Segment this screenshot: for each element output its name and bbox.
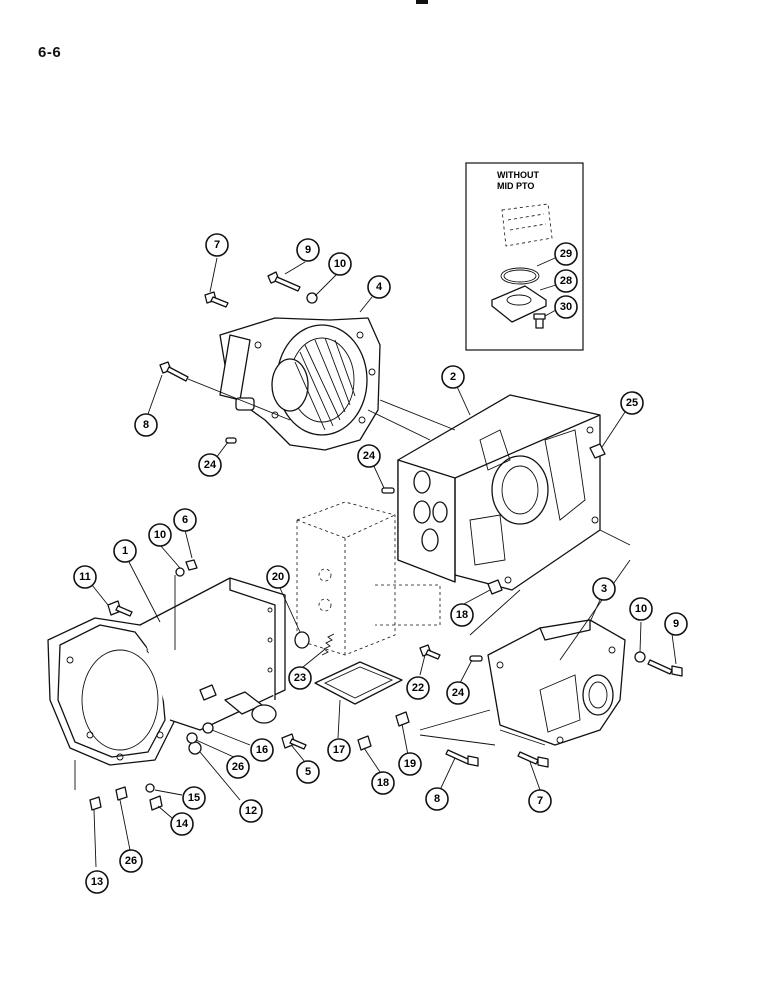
svg-text:4: 4 xyxy=(376,281,383,293)
rear-cover xyxy=(487,619,626,746)
callout-24-a: 24 xyxy=(198,453,222,477)
svg-text:23: 23 xyxy=(294,672,306,684)
callout-26-a: 26 xyxy=(226,755,250,779)
o-ring xyxy=(500,267,540,285)
callout-10-right: 10 xyxy=(629,597,653,621)
svg-text:9: 9 xyxy=(305,244,311,256)
callout-24-b: 24 xyxy=(357,444,381,468)
callout-17: 17 xyxy=(327,738,351,762)
callout-2: 2 xyxy=(441,365,465,389)
fasteners xyxy=(89,271,683,811)
svg-text:1: 1 xyxy=(122,545,128,557)
top-edge-mark xyxy=(416,0,428,4)
inset-title-line2: MID PTO xyxy=(497,181,534,191)
callout-11: 11 xyxy=(73,565,97,589)
svg-text:25: 25 xyxy=(626,397,638,409)
callout-10-mid: 10 xyxy=(148,523,172,547)
svg-text:13: 13 xyxy=(91,876,103,888)
callout-23: 23 xyxy=(288,666,312,690)
inset-title-line1: WITHOUT xyxy=(497,170,539,180)
inset-bolt xyxy=(533,313,546,329)
svg-text:26: 26 xyxy=(232,761,244,773)
callout-26-b: 26 xyxy=(119,849,143,873)
svg-text:5: 5 xyxy=(305,766,311,778)
callout-25: 25 xyxy=(620,391,644,415)
svg-text:18: 18 xyxy=(456,609,468,621)
svg-text:16: 16 xyxy=(256,744,268,756)
svg-text:29: 29 xyxy=(560,248,572,260)
svg-text:7: 7 xyxy=(214,239,220,251)
callout-24-c: 24 xyxy=(446,681,470,705)
svg-text:10: 10 xyxy=(154,529,166,541)
svg-text:26: 26 xyxy=(125,855,137,867)
callout-3: 3 xyxy=(592,577,616,601)
svg-text:8: 8 xyxy=(434,793,440,805)
svg-text:14: 14 xyxy=(176,818,189,830)
svg-text:2: 2 xyxy=(450,371,456,383)
bell-housing xyxy=(47,577,286,766)
svg-text:22: 22 xyxy=(412,682,424,694)
callout-9-top: 9 xyxy=(296,238,320,262)
svg-text:19: 19 xyxy=(404,758,416,770)
svg-text:18: 18 xyxy=(377,777,389,789)
callout-30: 30 xyxy=(554,295,578,319)
svg-text:6: 6 xyxy=(182,514,188,526)
internal-assembly-ghost xyxy=(296,501,441,656)
callout-8-top: 8 xyxy=(134,413,158,437)
svg-text:17: 17 xyxy=(333,744,345,756)
gasket xyxy=(314,661,403,705)
cover-plate xyxy=(491,285,547,323)
callout-15: 15 xyxy=(182,786,206,810)
callout-20: 20 xyxy=(266,565,290,589)
callout-29: 29 xyxy=(554,242,578,266)
callout-16: 16 xyxy=(250,738,274,762)
svg-text:7: 7 xyxy=(537,795,543,807)
page-number: 6-6 xyxy=(38,44,62,61)
leader-lines xyxy=(74,257,677,868)
callout-18-b: 18 xyxy=(371,771,395,795)
svg-text:3: 3 xyxy=(601,583,607,595)
callout-7-bottom: 7 xyxy=(528,789,552,813)
inset-ghost-part xyxy=(501,203,553,247)
callout-12: 12 xyxy=(239,799,263,823)
callout-5: 5 xyxy=(296,760,320,784)
center-housing xyxy=(397,394,601,591)
svg-text:15: 15 xyxy=(188,792,200,804)
callout-14: 14 xyxy=(170,812,194,836)
svg-text:28: 28 xyxy=(560,275,572,287)
svg-text:8: 8 xyxy=(143,419,149,431)
callout-1: 1 xyxy=(113,539,137,563)
front-housing xyxy=(219,317,381,451)
callout-18-a: 18 xyxy=(450,603,474,627)
callout-22: 22 xyxy=(406,676,430,700)
svg-text:10: 10 xyxy=(635,603,647,615)
svg-text:24: 24 xyxy=(204,459,217,471)
callout-13: 13 xyxy=(85,870,109,894)
callout-10-top: 10 xyxy=(328,252,352,276)
svg-text:10: 10 xyxy=(334,258,346,270)
callout-7-top: 7 xyxy=(205,233,229,257)
callout-9-right: 9 xyxy=(664,612,688,636)
callout-6: 6 xyxy=(173,508,197,532)
svg-text:12: 12 xyxy=(245,805,257,817)
svg-text:20: 20 xyxy=(272,571,284,583)
svg-text:24: 24 xyxy=(363,450,376,462)
svg-text:30: 30 xyxy=(560,301,572,313)
callout-19: 19 xyxy=(398,752,422,776)
svg-text:24: 24 xyxy=(452,687,465,699)
svg-text:9: 9 xyxy=(673,618,679,630)
svg-text:11: 11 xyxy=(79,571,91,583)
callout-28: 28 xyxy=(554,269,578,293)
callout-4: 4 xyxy=(367,275,391,299)
callout-8-bottom: 8 xyxy=(425,787,449,811)
